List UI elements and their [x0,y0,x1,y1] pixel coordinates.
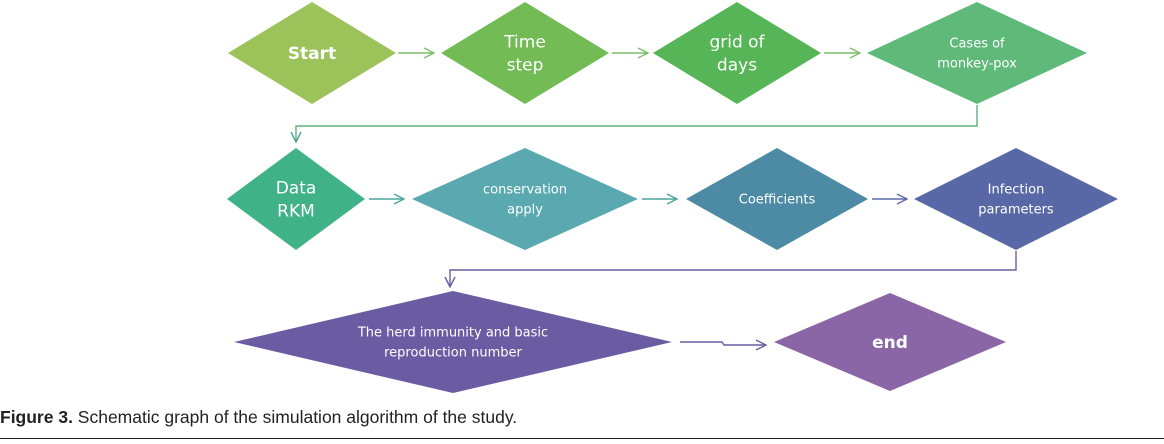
herd-label-line-2: reproduction number [384,346,522,361]
start-shape [228,2,396,104]
data-rkm-label-line-1: Data [276,178,317,198]
end-label-line-1: end [872,333,908,353]
caption-rule [0,438,1164,439]
start-label-line-1: Start [288,44,336,64]
arrow-infection-to-herd [450,251,1017,287]
cases-shape [867,2,1087,104]
time-step-label-line-2: step [507,55,544,75]
time-step-shape [441,2,609,104]
infection-label-line-2: parameters [978,203,1054,218]
herd-label-line-1: The herd immunity and basic [357,326,548,341]
conservation-label-line-1: conservation [483,183,567,198]
arrow-cases-to-data-rkm [296,105,978,142]
grid-of-days-label-line-2: days [717,55,757,75]
figure-caption: Figure 3. Schematic graph of the simulat… [0,407,1164,428]
node-cases: Cases of monkey-pox [867,2,1087,104]
coefficients-shape [686,148,868,250]
node-coefficients: Coefficients [686,148,868,250]
end-shape [774,293,1006,391]
herd-shape [234,291,672,393]
cases-label-line-2: monkey-pox [937,57,1017,72]
data-rkm-label-line-2: RKM [277,201,315,221]
time-step-label-line-1: Time [503,32,546,52]
grid-of-days-shape [653,2,821,104]
node-end: end [774,293,1006,391]
arrow-herd-to-end [680,342,766,345]
node-grid-of-days: grid of days [653,2,821,104]
infection-label-line-1: Infection [988,183,1045,198]
node-conservation: conservation apply [412,148,638,250]
conservation-label-line-2: apply [507,203,543,218]
node-herd: The herd immunity and basic reproduction … [234,291,672,393]
infection-shape [914,148,1118,250]
node-infection: Infection parameters [914,148,1118,250]
grid-of-days-label-line-1: grid of [709,32,765,52]
node-time-step: Time step [441,2,609,104]
coefficients-label-line-1: Coefficients [739,193,816,208]
conservation-shape [412,148,638,250]
cases-label-line-1: Cases of [949,37,1005,52]
figure-caption-text: Schematic graph of the simulation algori… [72,407,518,427]
figure-caption-label: Figure 3. [0,407,73,427]
data-rkm-shape [227,148,365,250]
node-start: Start [228,2,396,104]
